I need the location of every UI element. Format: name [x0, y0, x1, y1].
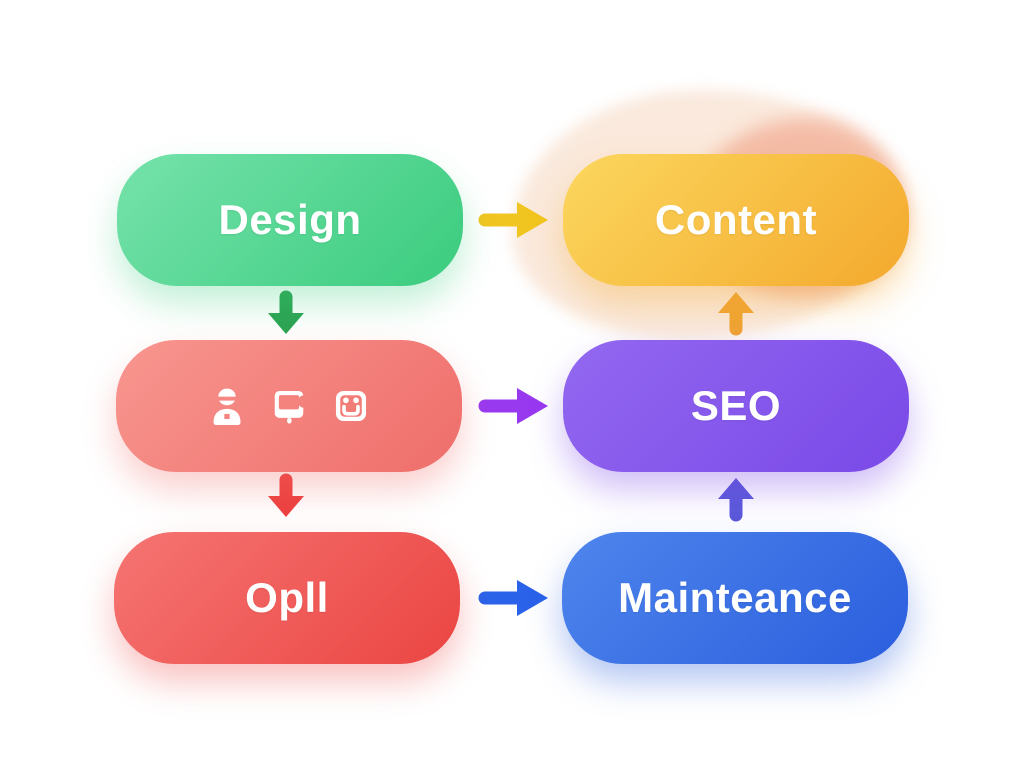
node-opll-label: Opll	[245, 574, 329, 621]
node-seo-label: SEO	[690, 382, 782, 429]
node-seo[interactable]: SEO	[563, 340, 909, 472]
node-assets[interactable]	[116, 340, 462, 472]
node-content[interactable]: Content	[563, 154, 909, 286]
smiley-icon	[332, 387, 370, 425]
node-maintenance[interactable]: Mainteance	[562, 532, 908, 664]
node-opll[interactable]: Opll	[114, 532, 460, 664]
user-icon	[208, 387, 246, 425]
arrow-opll-to-maintenance-right-icon	[478, 580, 548, 616]
node-content-label: Content	[654, 196, 818, 243]
arrow-assets-to-opll-down-icon	[268, 473, 304, 517]
arrow-seo-to-content-up-icon	[718, 292, 754, 336]
arrow-design-to-assets-down-icon	[268, 290, 304, 334]
monitor-icon	[270, 387, 308, 425]
node-maintenance-label: Mainteance	[618, 574, 852, 621]
arrow-design-to-content-right-icon	[478, 202, 548, 238]
node-design-label: Design	[218, 196, 362, 243]
arrow-maintenance-to-seo-up-icon	[718, 478, 754, 522]
node-design[interactable]: Design	[117, 154, 463, 286]
arrow-assets-to-seo-right-icon	[478, 388, 548, 424]
